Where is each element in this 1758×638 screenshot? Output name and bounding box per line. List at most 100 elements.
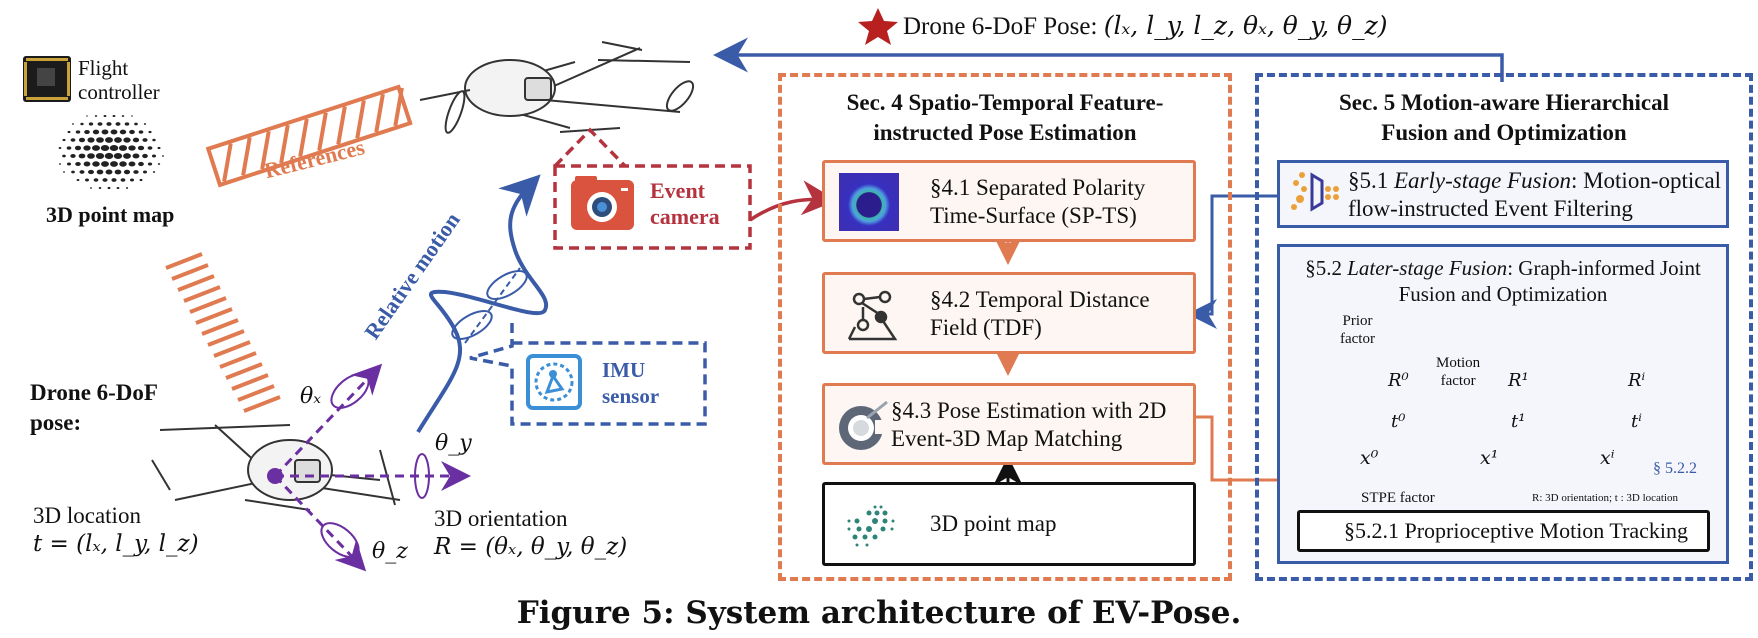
early-fusion-line2: flow-instructed Event Filtering bbox=[1348, 196, 1633, 221]
point-map-dot bbox=[93, 178, 99, 182]
point-map-dot bbox=[142, 170, 148, 174]
drone-bottom-illustration bbox=[151, 424, 401, 511]
point-map-dot bbox=[85, 178, 89, 182]
hatch-stroke bbox=[317, 112, 328, 151]
point-map-dot bbox=[58, 163, 62, 165]
figure-caption: Figure 5: System architecture of EV-Pose… bbox=[516, 595, 1242, 631]
hatch-stroke bbox=[189, 296, 227, 314]
later-fusion-line2: Fusion and Optimization bbox=[1398, 282, 1608, 306]
sp-ts-line1: §4.1 Separated Polarity bbox=[930, 175, 1146, 200]
point-map-dot bbox=[101, 129, 109, 135]
hatch-stroke bbox=[165, 252, 203, 270]
hatch-stroke bbox=[279, 124, 290, 164]
point-map-dot bbox=[157, 163, 161, 165]
point-map-dot bbox=[110, 161, 118, 167]
point-map-dot bbox=[94, 115, 98, 117]
location-formula: t = (lₓ, l_y, l_z) bbox=[33, 531, 199, 557]
early-fusion-italic: Early-stage Fusion bbox=[1394, 168, 1571, 193]
sp-ts-line2: Time-Surface (SP-TS) bbox=[930, 203, 1137, 228]
flight-controller-line1: Flight bbox=[78, 56, 129, 80]
motion-factor-line2: factor bbox=[1440, 373, 1476, 389]
point-map-dot bbox=[123, 153, 131, 159]
hatch-stroke bbox=[213, 340, 251, 358]
drone-top-illustration bbox=[419, 41, 695, 134]
point-map-dot bbox=[96, 137, 104, 143]
point-map-dot bbox=[107, 186, 111, 190]
node-t-label: t¹ bbox=[1511, 411, 1526, 432]
tdf-box[interactable]: §4.2 Temporal Distance Field (TDF) bbox=[822, 272, 1196, 354]
tdf-text: §4.2 Temporal Distance Field (TDF) bbox=[930, 286, 1150, 342]
point-map-dot bbox=[78, 137, 86, 143]
hatch-stroke bbox=[298, 118, 309, 158]
point-map-dot bbox=[113, 152, 123, 160]
point-map-dot bbox=[138, 130, 144, 134]
hatch-stroke bbox=[374, 93, 385, 133]
node-x-label: xⁱ bbox=[1600, 447, 1615, 469]
point-map-dot bbox=[71, 170, 75, 174]
point-map-dot bbox=[106, 122, 112, 126]
point-map-cloud-icon bbox=[58, 114, 165, 190]
point-map-dot bbox=[96, 169, 104, 175]
early-fusion-suffix: : Motion-optical bbox=[1570, 168, 1722, 193]
point-map-dot bbox=[137, 145, 145, 151]
imu-line2: sensor bbox=[602, 384, 660, 408]
point-map-dot bbox=[120, 178, 126, 182]
point-map-dot bbox=[110, 129, 118, 135]
orientation-block: 3D orientation R = (θₓ, θ_y, θ_z) bbox=[434, 505, 627, 561]
later-fusion-prefix: §5.2 bbox=[1305, 256, 1348, 280]
target-icon bbox=[839, 400, 889, 450]
location-label: 3D location bbox=[33, 503, 141, 528]
point-map-label: 3D point map bbox=[46, 202, 175, 227]
flight-controller-label: Flight controller bbox=[78, 56, 160, 104]
motion-tracking-label: §5.2.1 Proprioceptive Motion Tracking bbox=[1344, 518, 1689, 543]
point-map-dot bbox=[70, 154, 76, 158]
event-camera-label: Event camera bbox=[650, 178, 720, 230]
pose-estimation-box[interactable]: §4.3 Pose Estimation with 2D Event-3D Ma… bbox=[822, 383, 1196, 465]
tdf-line1: §4.2 Temporal Distance bbox=[930, 287, 1150, 312]
point-map-dot bbox=[138, 161, 144, 167]
later-fusion-title: §5.2 Later-stage Fusion: Graph-informed … bbox=[1280, 255, 1726, 307]
point-map-dot bbox=[132, 137, 140, 143]
point-map-dot bbox=[147, 162, 153, 166]
star-icon bbox=[858, 8, 898, 45]
motion-factor-line1: Motion bbox=[1436, 355, 1481, 371]
imu-callout bbox=[469, 323, 707, 426]
early-fusion-prefix: §5.1 bbox=[1348, 168, 1394, 193]
event-camera-line1: Event bbox=[650, 178, 705, 203]
graph-legend: R: 3D orientation; t : 3D location bbox=[1532, 492, 1679, 504]
point-map-dot bbox=[92, 161, 100, 167]
point-map-dot bbox=[109, 144, 119, 152]
point-map-dot bbox=[123, 169, 131, 175]
hatch-stroke bbox=[336, 106, 347, 145]
pose-title-line2: pose: bbox=[30, 410, 82, 435]
point-map-dot bbox=[98, 187, 102, 189]
point-map-dot bbox=[119, 161, 127, 167]
point-map-dot bbox=[80, 122, 84, 126]
point-map-box[interactable]: 3D point map bbox=[822, 482, 1196, 566]
point-map-dot bbox=[125, 187, 129, 189]
point-map-dot bbox=[131, 115, 133, 117]
pose-estimation-text: §4.3 Pose Estimation with 2D Event-3D Ma… bbox=[891, 397, 1166, 453]
point-map-dot bbox=[105, 169, 113, 175]
orientation-axes bbox=[267, 363, 471, 572]
node-x-label: x¹ bbox=[1480, 447, 1499, 469]
sp-ts-box[interactable]: §4.1 Separated Polarity Time-Surface (SP… bbox=[822, 160, 1196, 242]
hatch-stroke bbox=[195, 307, 233, 325]
hatch-stroke bbox=[393, 87, 404, 127]
imu-line1: IMU bbox=[602, 358, 646, 382]
motion-tracking-box[interactable]: §5.2.1 Proprioceptive Motion Tracking bbox=[1297, 510, 1710, 552]
point-map-dot bbox=[87, 153, 95, 159]
hatch-stroke bbox=[183, 285, 221, 303]
point-map-dot bbox=[121, 115, 125, 117]
point-map-dot bbox=[142, 138, 148, 142]
point-map-dot bbox=[112, 114, 116, 118]
point-map-dot bbox=[74, 145, 82, 151]
point-map-dot bbox=[95, 153, 105, 159]
node-R-label: R⁰ bbox=[1388, 370, 1409, 391]
hatch-stroke bbox=[237, 384, 275, 402]
relative-motion-curve bbox=[416, 174, 549, 434]
early-fusion-box[interactable]: §5.1 Early-stage Fusion: Motion-optical … bbox=[1277, 160, 1729, 228]
output-pose-label: Drone 6-DoF Pose: (lₓ, l_y, l_z, θₓ, θ_y… bbox=[903, 12, 1388, 41]
point-map-dot bbox=[89, 187, 93, 189]
point-map-dot bbox=[83, 145, 91, 151]
